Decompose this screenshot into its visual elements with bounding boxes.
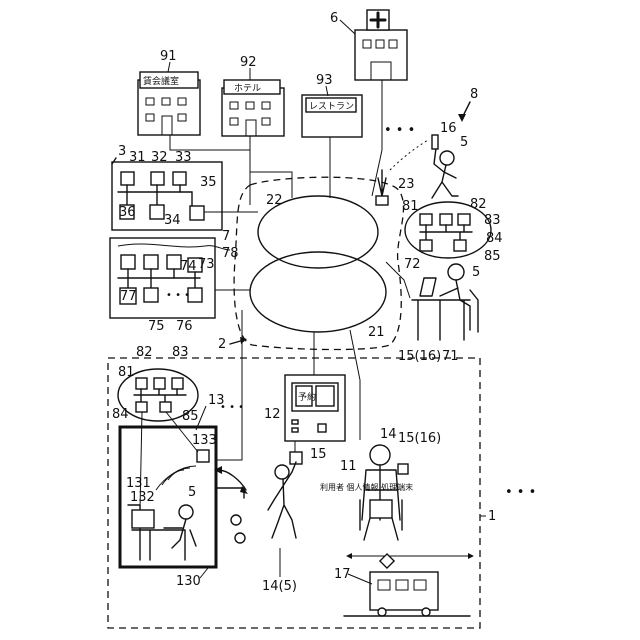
label-84b: 84 [112, 407, 129, 422]
label-72: 72 [404, 257, 421, 272]
label-5b: 5 [472, 265, 480, 280]
label-2: 2 [218, 337, 226, 352]
label-35: 35 [200, 175, 217, 190]
label-76: 76 [176, 319, 193, 334]
walking-person-14 [268, 462, 296, 538]
reservation-kiosk [285, 375, 345, 441]
label-33: 33 [175, 150, 192, 165]
label-5c: 5 [188, 485, 196, 500]
right-ellipsis: • • • [505, 485, 536, 500]
train-vehicle [344, 553, 474, 616]
label-3: 3 [118, 144, 126, 159]
label-23: 23 [398, 177, 415, 192]
label-92: 92 [240, 55, 257, 70]
label-15-16b: 15(16) [398, 431, 441, 446]
label-74: 74 [180, 259, 197, 274]
label-11: 11 [340, 459, 357, 474]
sign-92: ホテル [234, 83, 261, 94]
box7-ellipsis: • • • [166, 290, 190, 301]
seated-user-desk [412, 264, 478, 340]
label-133: 133 [192, 433, 217, 448]
sign-91: 賃会議室 [143, 75, 179, 87]
label-82a: 82 [470, 197, 487, 212]
label-16a: 16 [440, 121, 457, 136]
label-82b: 82 [136, 345, 153, 360]
kiosk-sign: 予約 [298, 391, 316, 403]
label-130: 130 [176, 574, 201, 589]
label-21: 21 [368, 325, 385, 340]
label-5a: 5 [460, 135, 468, 150]
label-32: 32 [151, 150, 168, 165]
label-81a: 81 [402, 199, 419, 214]
label-31: 31 [129, 150, 146, 165]
walking-person-5 [432, 135, 458, 198]
network-ring-21 [250, 252, 386, 332]
label-8: 8 [470, 87, 478, 102]
label-73: 73 [198, 257, 215, 272]
label-77: 77 [120, 289, 137, 304]
label-34: 34 [164, 213, 181, 228]
label-12: 12 [264, 407, 281, 422]
middle-ellipsis: • • • [220, 402, 244, 413]
label-81b: 81 [118, 365, 135, 380]
label-7: 7 [222, 229, 230, 244]
label-15a: 15 [310, 447, 327, 462]
label-75: 75 [148, 319, 165, 334]
label-83b: 83 [172, 345, 189, 360]
label-91: 91 [160, 49, 177, 64]
label-84a: 84 [486, 231, 503, 246]
label-93: 93 [316, 73, 333, 88]
terminal-user [360, 445, 408, 540]
label-14: 14 [380, 427, 397, 442]
label-132: 132 [130, 490, 155, 505]
label-1: 1 [488, 509, 496, 524]
label-36: 36 [119, 205, 136, 220]
top-ellipsis: • • • [384, 123, 415, 138]
antenna-23 [376, 170, 388, 205]
label-22: 22 [266, 193, 283, 208]
hospital-building [355, 10, 407, 80]
label-131: 131 [126, 476, 151, 491]
label-71: 71 [442, 349, 459, 364]
device-group-7 [110, 238, 230, 318]
label-15-16a: 15(16) [398, 349, 441, 364]
label-85a: 85 [484, 249, 501, 264]
sign-93: レストラン [309, 101, 354, 112]
label-14-5: 14(5) [262, 579, 297, 594]
label-6: 6 [330, 11, 338, 26]
terminal-label: 利用者 個人情報 処理端末 [320, 482, 413, 492]
label-85b: 85 [182, 409, 199, 424]
label-83a: 83 [484, 213, 501, 228]
